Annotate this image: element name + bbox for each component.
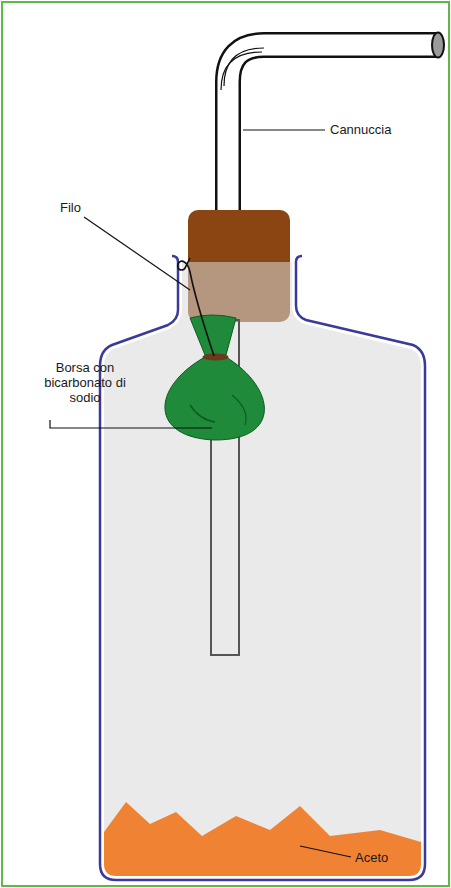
part-label: Filo xyxy=(60,200,81,215)
bottle-glass xyxy=(100,262,425,880)
leader-line xyxy=(243,129,325,130)
thread xyxy=(178,258,214,356)
leader-line xyxy=(50,420,212,428)
bottle-outline xyxy=(100,256,425,880)
part-label: Borsa con bicarbonato di sodio xyxy=(30,360,140,405)
bag xyxy=(165,315,264,440)
leader-line xyxy=(84,217,190,290)
bottle-highlight xyxy=(102,258,423,878)
part-label: Aceto xyxy=(355,850,388,865)
vinegar xyxy=(104,802,421,877)
part-label: Cannuccia xyxy=(330,122,391,137)
straw xyxy=(221,33,444,215)
leader-line xyxy=(300,846,351,857)
